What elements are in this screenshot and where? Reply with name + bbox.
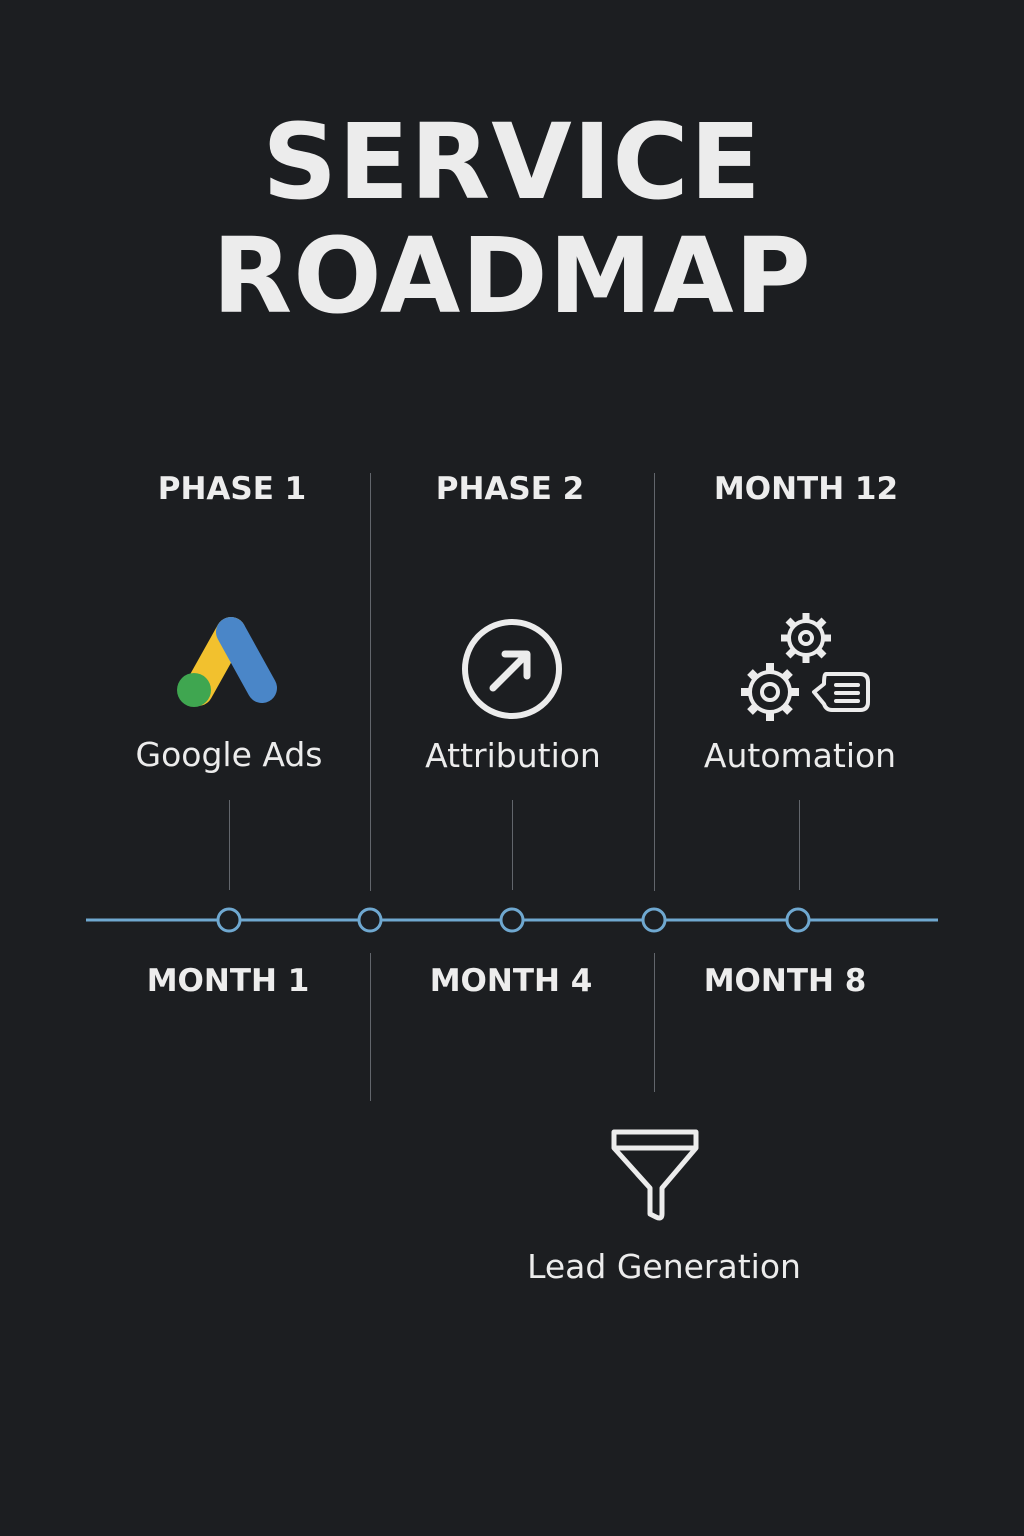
title-line-2: ROADMAP bbox=[212, 215, 812, 337]
phase-1-header: PHASE 1 bbox=[157, 471, 307, 507]
month-8-label: MONTH 8 bbox=[703, 963, 867, 999]
divider-lower-1 bbox=[370, 953, 371, 1101]
title-line-1: SERVICE bbox=[262, 101, 762, 223]
timeline-node-1 bbox=[216, 907, 242, 933]
connector-automation bbox=[799, 800, 800, 890]
timeline-node-3 bbox=[499, 907, 525, 933]
service-attribution: Attribution bbox=[425, 736, 601, 775]
service-google-ads: Google Ads bbox=[135, 735, 323, 774]
divider-upper-2 bbox=[654, 473, 655, 891]
arrow-circle-icon bbox=[462, 619, 562, 719]
timeline-node-2 bbox=[357, 907, 383, 933]
month-4-label: MONTH 4 bbox=[429, 963, 593, 999]
google-ads-icon bbox=[177, 617, 277, 707]
divider-lower-2 bbox=[654, 953, 655, 1092]
phase-2-header: PHASE 2 bbox=[435, 471, 585, 507]
divider-upper-1 bbox=[370, 473, 371, 891]
connector-google-ads bbox=[229, 800, 230, 890]
funnel-icon bbox=[611, 1129, 699, 1221]
month-1-label: MONTH 1 bbox=[146, 963, 310, 999]
timeline bbox=[86, 907, 938, 933]
timeline-node-4 bbox=[641, 907, 667, 933]
timeline-node-5 bbox=[785, 907, 811, 933]
service-automation: Automation bbox=[703, 736, 897, 775]
connector-attribution bbox=[512, 800, 513, 890]
gears-chat-icon bbox=[741, 613, 870, 721]
lead-generation-label: Lead Generation bbox=[527, 1247, 801, 1286]
month-12-header: MONTH 12 bbox=[713, 471, 899, 507]
